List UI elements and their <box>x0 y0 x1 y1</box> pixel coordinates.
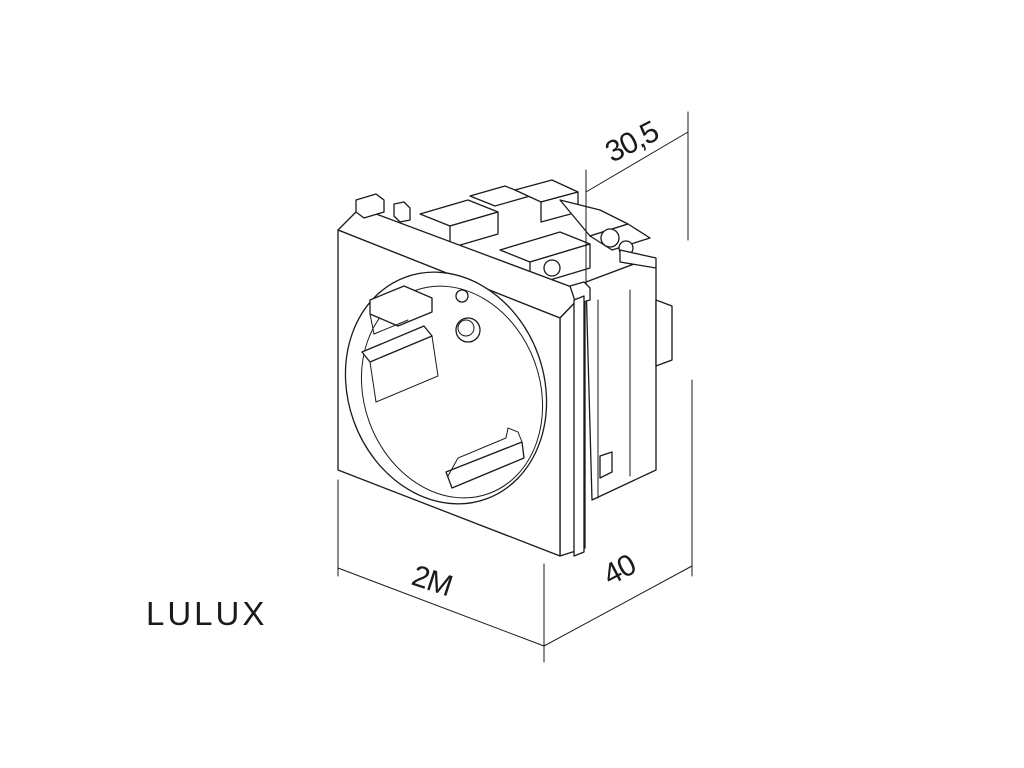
dimension-width-label: 2M <box>408 559 456 603</box>
rear-mechanism <box>419 179 673 501</box>
dimension-depth-rear-label: 30,5 <box>600 115 664 169</box>
socket-recess <box>344 271 548 505</box>
brand-name: LULUX <box>146 595 267 632</box>
dimension-depth-label: 40 <box>598 548 641 592</box>
dimension-lines <box>337 111 693 663</box>
